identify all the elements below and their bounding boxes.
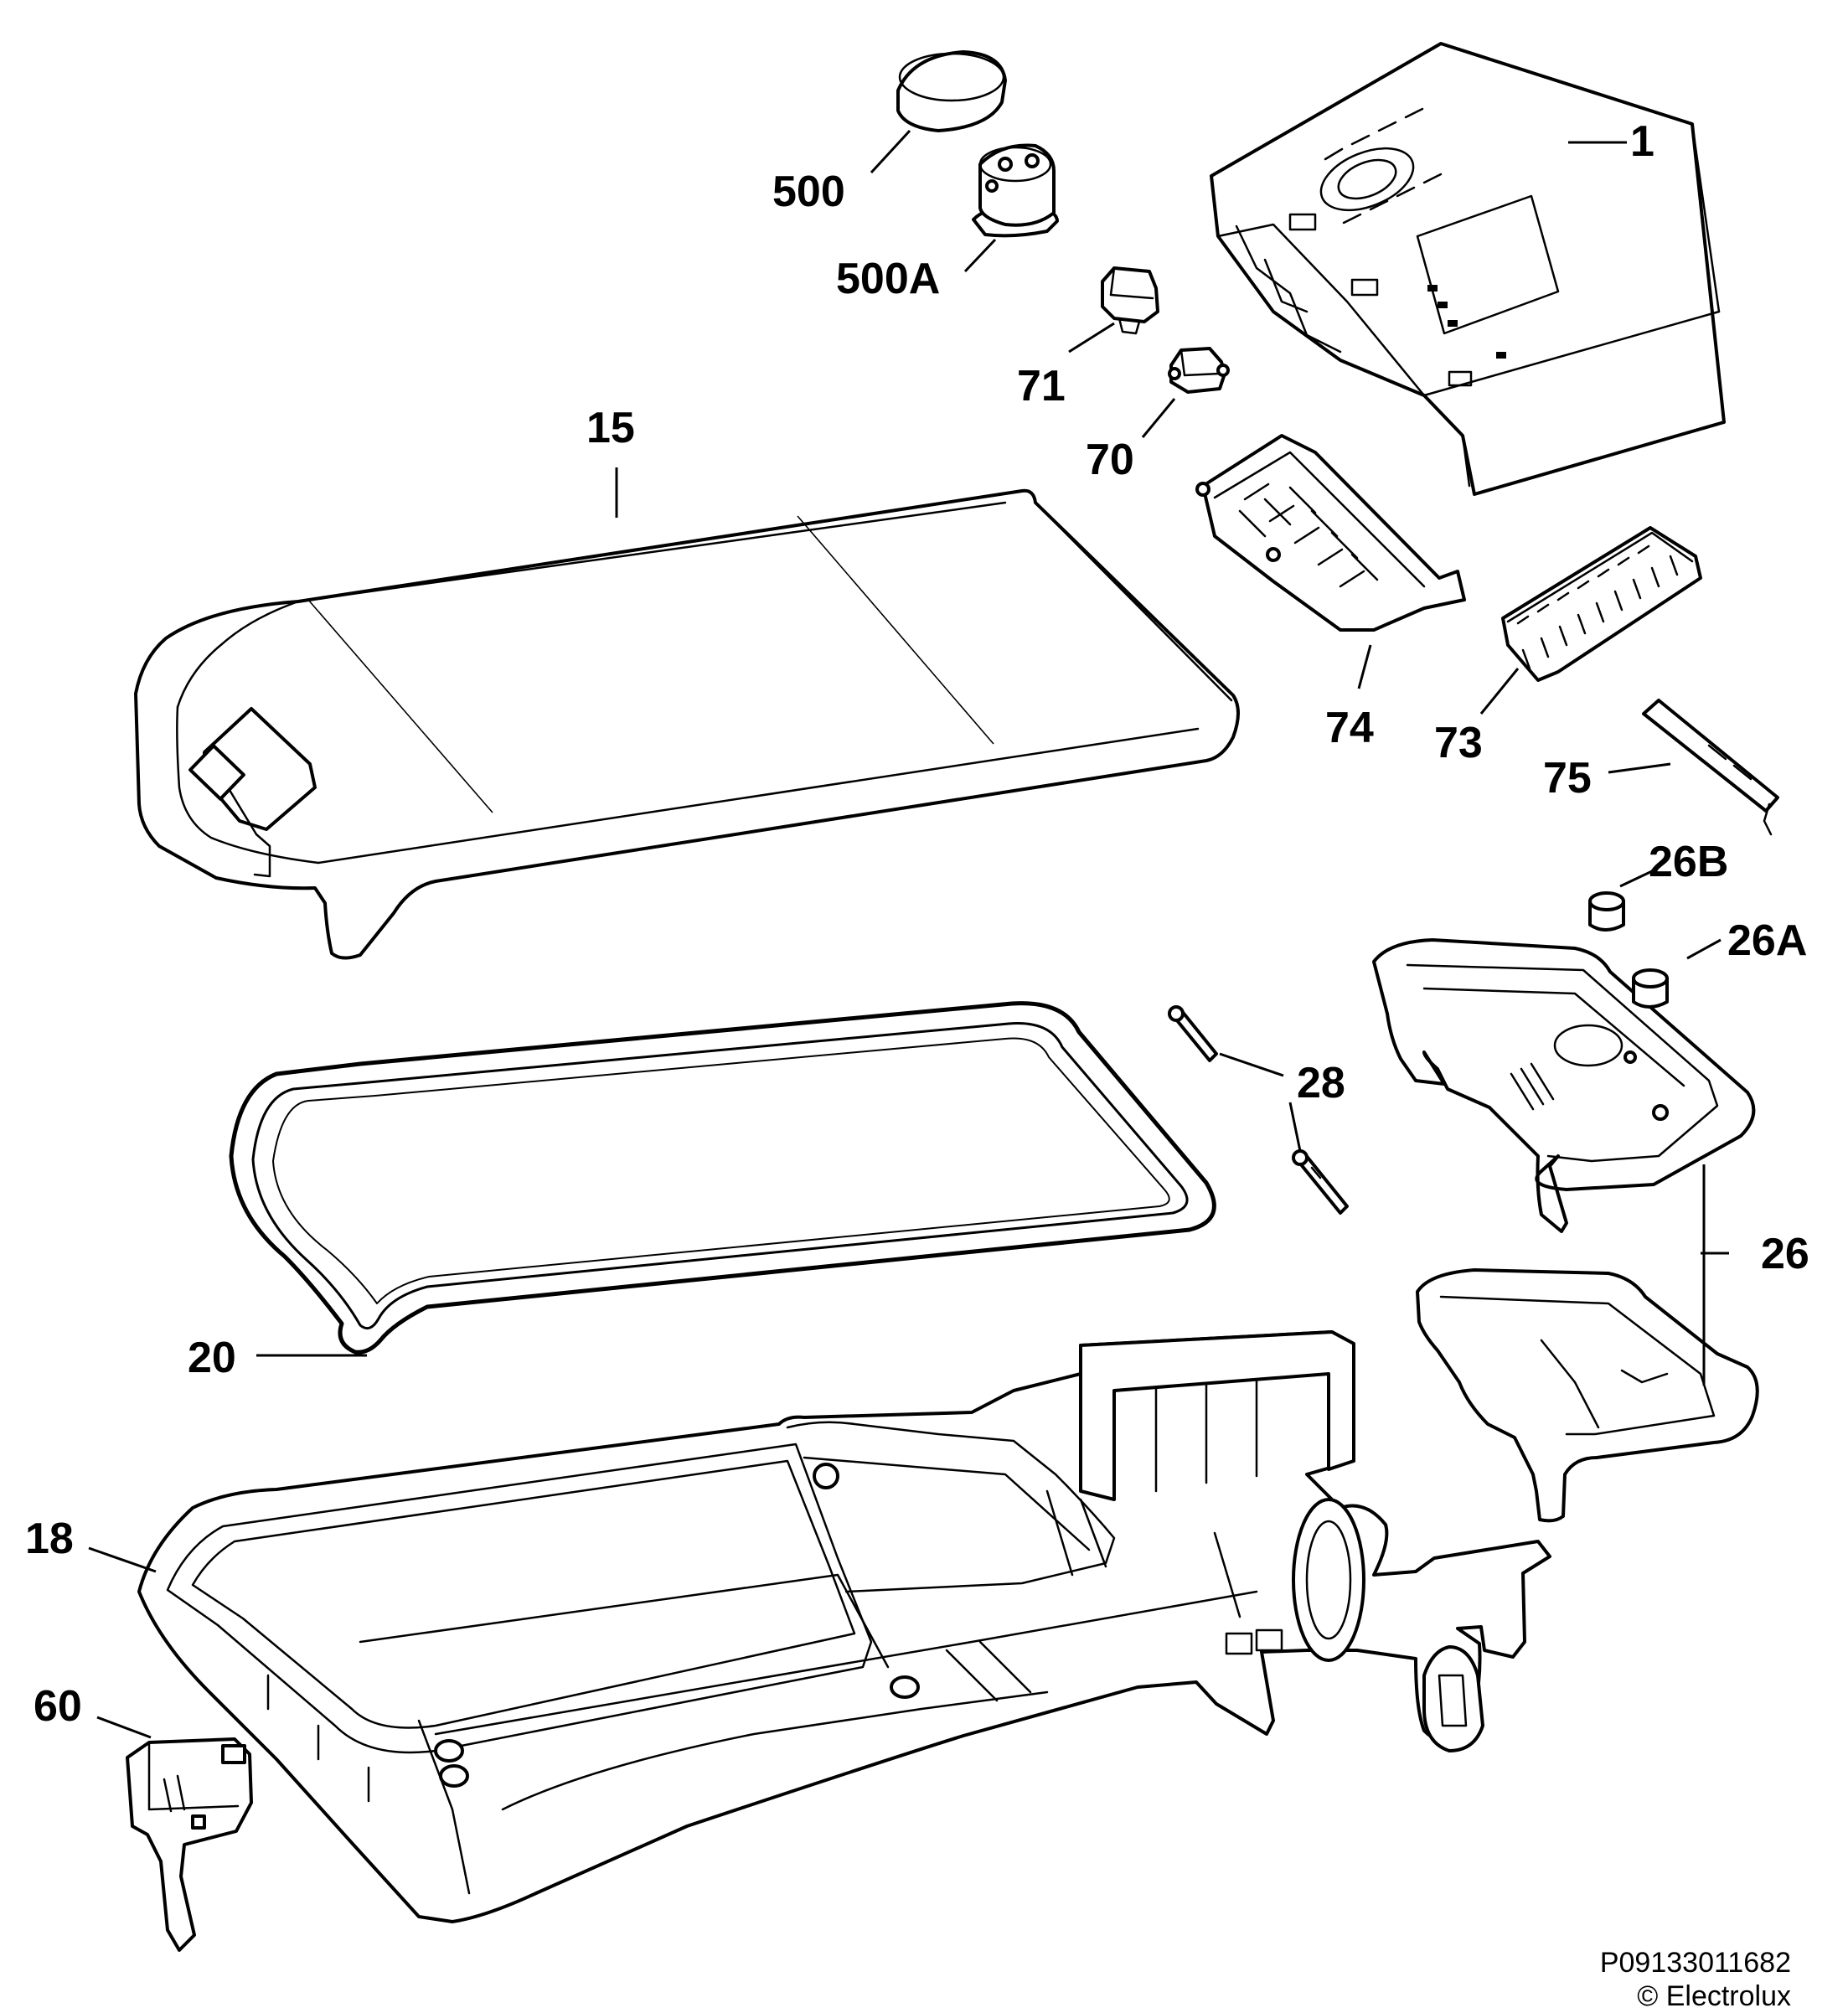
callout-60: 60 bbox=[34, 1682, 82, 1731]
part-71-button bbox=[1101, 266, 1159, 335]
callout-70: 70 bbox=[1086, 436, 1134, 484]
callout-1: 1 bbox=[1630, 117, 1654, 166]
part-15-lid bbox=[134, 488, 1240, 960]
callout-20: 20 bbox=[188, 1334, 236, 1382]
part-1-control-panel bbox=[1210, 42, 1726, 496]
callout-26b: 26B bbox=[1649, 838, 1728, 886]
copyright-notice: © Electrolux bbox=[1637, 1980, 1791, 2012]
callout-26a: 26A bbox=[1727, 916, 1807, 965]
part-26-hinge-upper bbox=[1372, 938, 1756, 1233]
part-26-hinge-lower bbox=[1416, 1268, 1759, 1523]
diagram-code: P09133011682 bbox=[1599, 1947, 1791, 1979]
callout-500: 500 bbox=[772, 168, 845, 216]
callout-73: 73 bbox=[1434, 719, 1483, 767]
part-18-top-frame bbox=[137, 1330, 1551, 1923]
part-500-knob-cap bbox=[896, 50, 1007, 132]
part-28-hinge-pins bbox=[1168, 1005, 1349, 1215]
part-75-circuit-strip bbox=[1642, 699, 1779, 836]
callout-26: 26 bbox=[1761, 1230, 1809, 1278]
callout-28: 28 bbox=[1297, 1059, 1345, 1107]
part-73-light-guide bbox=[1501, 526, 1702, 682]
part-20-gasket bbox=[229, 1001, 1216, 1355]
part-60-latch-hook bbox=[126, 1737, 253, 1952]
callout-15: 15 bbox=[586, 404, 635, 452]
leader-lines bbox=[88, 129, 1729, 1739]
callout-75: 75 bbox=[1543, 754, 1592, 803]
callout-500a: 500A bbox=[836, 255, 940, 303]
callout-71: 71 bbox=[1017, 362, 1066, 410]
part-74-button-carrier bbox=[1195, 434, 1466, 632]
part-70-button bbox=[1168, 347, 1230, 394]
callout-18: 18 bbox=[25, 1515, 74, 1563]
part-500a-knob-base bbox=[972, 143, 1059, 238]
callout-74: 74 bbox=[1325, 704, 1374, 752]
part-26a-bushing bbox=[1632, 968, 1669, 1009]
part-26b-bushing bbox=[1588, 891, 1625, 932]
